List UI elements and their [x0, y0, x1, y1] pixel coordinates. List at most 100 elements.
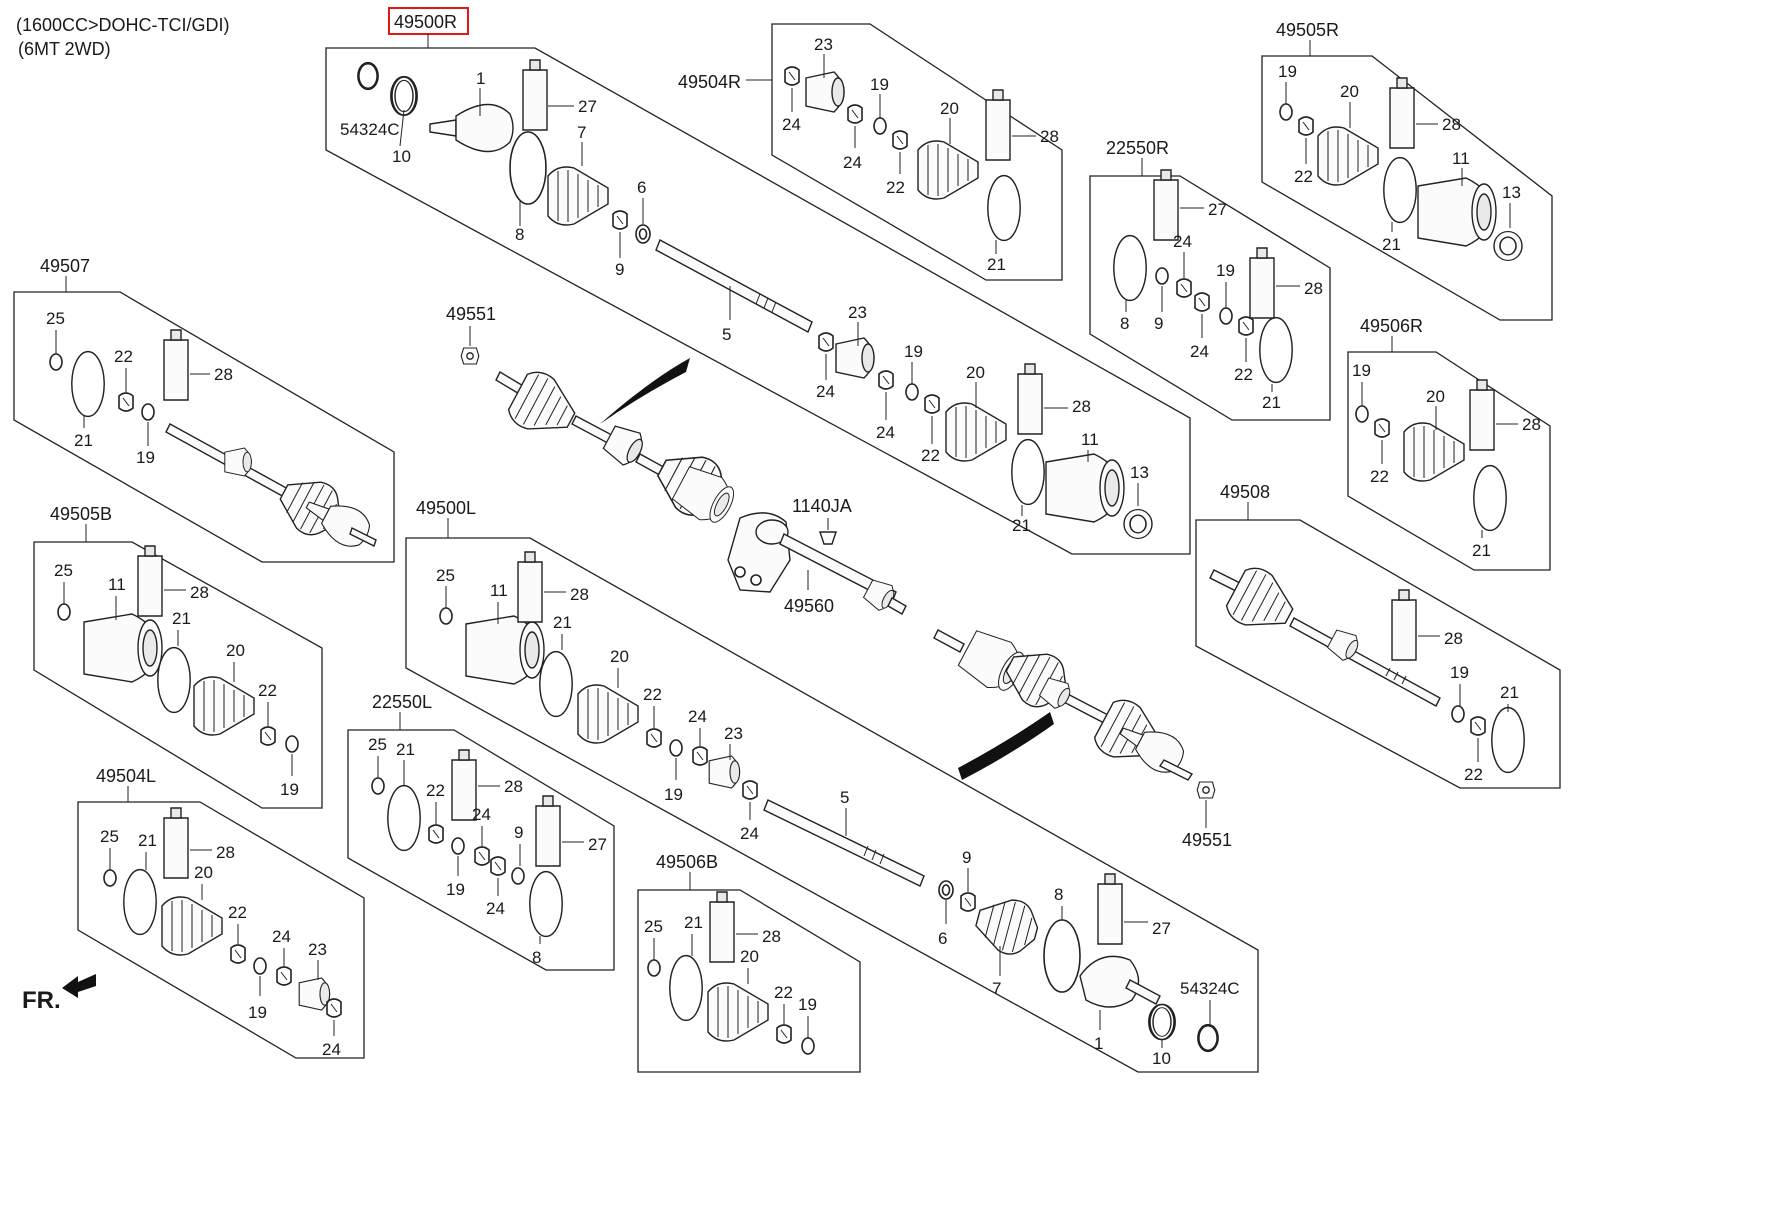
part-num-21-L: 21 — [553, 613, 572, 632]
part-num-21-r5: 21 — [1382, 235, 1401, 254]
group-label-49504L[interactable]: 49504L — [96, 766, 156, 786]
part-num-24: 24 — [816, 382, 835, 401]
part-num-20-r4: 20 — [940, 99, 959, 118]
group-label-22550R[interactable]: 22550R — [1106, 138, 1169, 158]
transmission-spec: (6MT 2WD) — [18, 39, 111, 59]
part-num-7: 7 — [577, 123, 586, 142]
part-num-19-L: 19 — [664, 785, 683, 804]
part-num-9-r2: 9 — [1154, 314, 1163, 333]
part-num-11-L: 11 — [490, 581, 508, 600]
part-num-28-2L: 28 — [504, 777, 523, 796]
group-49506R[interactable]: 49506R 19 22 20 28 21 — [1347, 316, 1551, 571]
part-num-21-r6: 21 — [1472, 541, 1491, 560]
part-num-19-4L: 19 — [248, 1003, 267, 1022]
part-num-28-r4: 28 — [1040, 127, 1059, 146]
group-49507[interactable]: 49507 25 21 22 19 28 — [13, 256, 395, 563]
part-num-20-4L: 20 — [194, 863, 213, 882]
group-label-49505R[interactable]: 49505R — [1276, 20, 1339, 40]
part-num-25-a: 25 — [46, 309, 65, 328]
part-num-9-L: 9 — [962, 848, 971, 867]
part-num-23-r4: 23 — [814, 35, 833, 54]
part-num-1: 1 — [476, 69, 485, 88]
group-22550R[interactable]: 22550R 27 8 9 24 24 19 22 28 21 — [1089, 138, 1331, 421]
part-num-1-L: 1 — [1094, 1034, 1103, 1053]
part-num-22-2L: 22 — [426, 781, 445, 800]
part-num-21-b: 21 — [172, 609, 191, 628]
part-num-24-4Lb: 24 — [322, 1040, 341, 1059]
part-num-21-6B: 21 — [684, 913, 703, 932]
group-49560[interactable]: 49560 — [727, 512, 907, 616]
part-num-22-r2: 22 — [1234, 365, 1253, 384]
part-num-5: 5 — [722, 325, 731, 344]
group-49504R[interactable]: 49504R 24 23 24 19 22 20 28 21 — [678, 23, 1063, 281]
part-num-22-6B: 22 — [774, 983, 793, 1002]
part-num-54324C-L: 54324C — [1180, 979, 1240, 998]
group-label-49560[interactable]: 49560 — [784, 596, 834, 616]
part-num-22-r5: 22 — [1294, 167, 1313, 186]
part-num-13-r5: 13 — [1502, 183, 1521, 202]
part-num-22-4L: 22 — [228, 903, 247, 922]
part-num-25-L: 25 — [436, 566, 455, 585]
group-label-49505B[interactable]: 49505B — [50, 504, 112, 524]
part-num-9: 9 — [615, 260, 624, 279]
part-num-20-r6: 20 — [1426, 387, 1445, 406]
part-num-11: 11 — [1081, 430, 1099, 449]
part-num-22-a: 22 — [114, 347, 133, 366]
group-49551-top[interactable]: 49551 — [446, 304, 496, 365]
part-num-28-6B: 28 — [762, 927, 781, 946]
group-label-49500R[interactable]: 49500R — [394, 12, 457, 32]
group-49508[interactable]: 49508 28 19 22 21 — [1195, 482, 1561, 789]
group-label-49500L[interactable]: 49500L — [416, 498, 476, 518]
part-num-25-4L: 25 — [100, 827, 119, 846]
part-num-19-a: 19 — [136, 448, 155, 467]
part-num-24-r4b: 24 — [843, 153, 862, 172]
front-label: FR. — [22, 987, 61, 1014]
group-label-49551-bottom[interactable]: 49551 — [1182, 830, 1232, 850]
group-49506B[interactable]: 49506B 25 21 28 20 22 19 — [637, 852, 861, 1073]
group-label-49506R[interactable]: 49506R — [1360, 316, 1423, 336]
part-num-27-2L: 27 — [588, 835, 607, 854]
part-num-24-r4: 24 — [782, 115, 801, 134]
group-49504L[interactable]: 49504L 25 21 28 20 22 19 24 23 24 — [77, 766, 365, 1059]
part-num-8-2L: 8 — [532, 948, 541, 967]
part-num-19-r2: 19 — [1216, 261, 1235, 280]
part-num-19-r5: 19 — [1278, 62, 1297, 81]
group-49551-bottom[interactable]: 49551 — [1182, 781, 1232, 850]
group-22550L[interactable]: 22550L 25 21 22 28 19 24 24 9 27 8 — [347, 692, 615, 971]
group-label-1140JA[interactable]: 1140JA — [792, 496, 852, 516]
part-num-24-2L: 24 — [472, 805, 491, 824]
part-num-22-L: 22 — [643, 685, 662, 704]
group-label-49508[interactable]: 49508 — [1220, 482, 1270, 502]
group-49500L[interactable]: 49500L 25 11 28 21 20 22 19 24 23 24 — [405, 498, 1259, 1073]
part-num-20-L: 20 — [610, 647, 629, 666]
part-num-21-a: 21 — [74, 431, 93, 450]
group-label-49506B[interactable]: 49506B — [656, 852, 718, 872]
group-49505R[interactable]: 49505R 19 22 20 28 21 11 13 — [1261, 20, 1553, 321]
part-num-21: 21 — [1012, 516, 1031, 535]
part-num-28-r2: 28 — [1304, 279, 1323, 298]
part-num-24-r2: 24 — [1173, 232, 1192, 251]
part-num-23-L: 23 — [724, 724, 743, 743]
group-label-49551-top[interactable]: 49551 — [446, 304, 496, 324]
front-arrow-icon — [62, 974, 96, 998]
part-num-20-b: 20 — [226, 641, 245, 660]
part-num-25-2L: 25 — [368, 735, 387, 754]
group-label-49504R[interactable]: 49504R — [678, 72, 741, 92]
center-shaft-assembly — [495, 358, 741, 530]
part-num-28-b: 28 — [190, 583, 209, 602]
part-num-24-2Lb: 24 — [486, 899, 505, 918]
group-49505B[interactable]: 49505B 25 11 28 21 20 22 19 — [33, 504, 323, 809]
part-num-9-2L: 9 — [514, 823, 523, 842]
front-direction-indicator: FR. — [22, 974, 96, 1014]
part-num-21-4L: 21 — [138, 831, 157, 850]
group-label-49507[interactable]: 49507 — [40, 256, 90, 276]
center-shaft-assembly-lower — [933, 624, 1194, 781]
part-num-28: 28 — [1072, 397, 1091, 416]
group-label-22550L[interactable]: 22550L — [372, 692, 432, 712]
group-1140JA[interactable]: 1140JA — [792, 496, 852, 545]
part-num-20: 20 — [966, 363, 985, 382]
part-num-13: 13 — [1130, 463, 1149, 482]
part-num-27-L: 27 — [1152, 919, 1171, 938]
group-49500R[interactable]: 49500R 54324C 10 1 27 8 7 9 6 5 24 — [325, 7, 1191, 555]
